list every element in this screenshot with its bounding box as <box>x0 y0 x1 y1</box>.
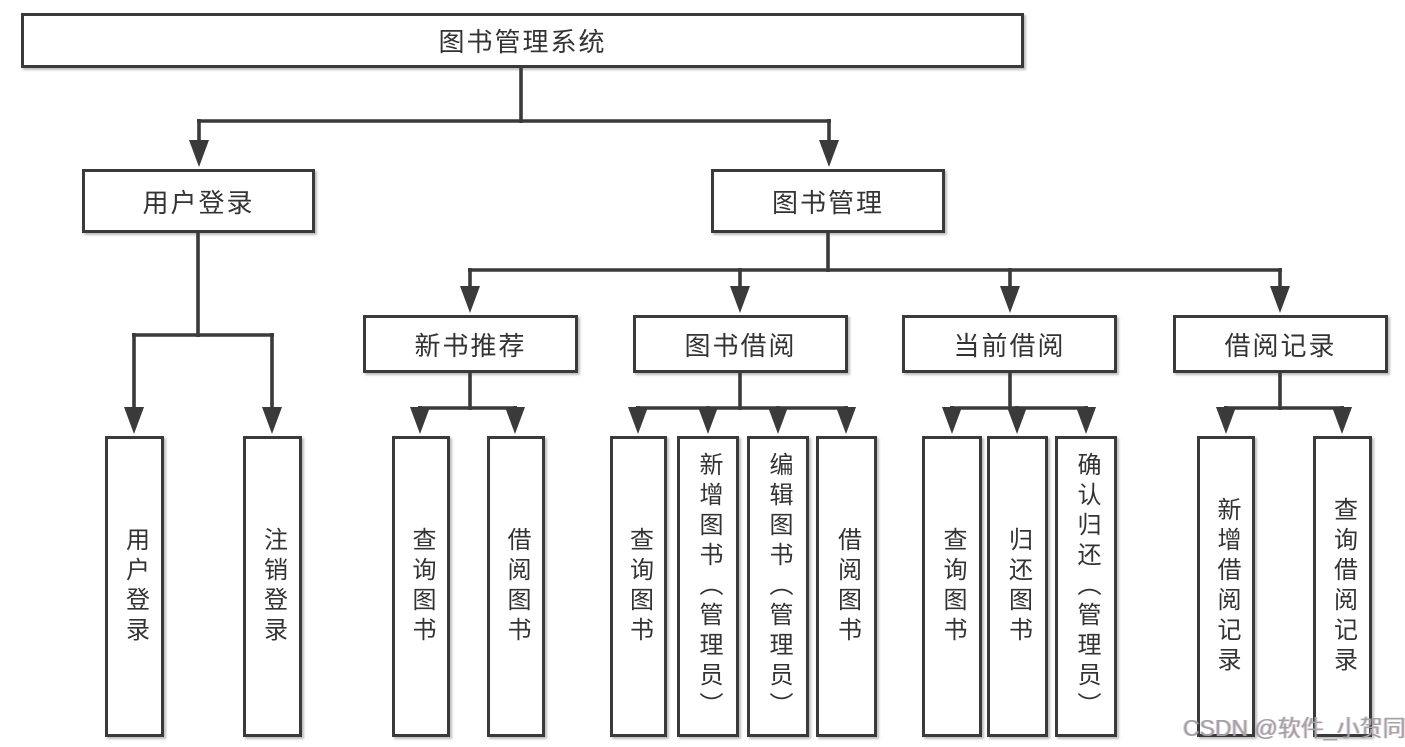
node-new-book-recommend: 新书推荐 <box>363 315 578 373</box>
leaf-br-add-record: 新增借阅记录 <box>1197 436 1255 737</box>
leaf-cb-return-books-label: 归还图书 <box>1004 526 1032 647</box>
node-current-borrow: 当前借阅 <box>902 315 1117 373</box>
leaf-rec-query-books-label: 查询图书 <box>408 526 435 647</box>
node-root-label: 图书管理系统 <box>438 27 607 57</box>
leaf-cb-query-books: 查询图书 <box>922 436 982 737</box>
leaf-user-login: 用户登录 <box>105 436 164 737</box>
leaf-cb-confirm-return-admin: 确认归还（管理员） <box>1055 436 1117 737</box>
leaf-rec-borrow-books: 借阅图书 <box>487 436 545 737</box>
node-root: 图书管理系统 <box>21 13 1024 68</box>
node-book-borrow: 图书借阅 <box>633 315 848 373</box>
node-borrow-records: 借阅记录 <box>1173 315 1388 373</box>
leaf-cb-query-books-label: 查询图书 <box>939 526 966 647</box>
leaf-rec-query-books: 查询图书 <box>392 436 450 737</box>
leaf-bb-add-books-admin: 新增图书（管理员） <box>677 436 739 737</box>
csdn-watermark: CSDN @软件_小贺同学 <box>1183 715 1405 741</box>
leaf-bb-borrow-books-label: 借阅图书 <box>833 526 861 647</box>
node-current-borrow-label: 当前借阅 <box>953 330 1066 361</box>
node-new-book-recommend-label: 新书推荐 <box>414 330 527 361</box>
leaf-bb-edit-books-admin: 编辑图书（管理员） <box>747 436 809 737</box>
node-borrow-records-label: 借阅记录 <box>1224 330 1337 361</box>
node-user-login: 用户登录 <box>82 169 315 233</box>
leaf-user-login-label: 用户登录 <box>121 526 149 647</box>
node-user-login-label: 用户登录 <box>142 187 255 218</box>
node-book-management-label: 图书管理 <box>771 187 884 218</box>
leaf-bb-query-books-label: 查询图书 <box>625 526 653 647</box>
leaf-logout: 注销登录 <box>243 436 302 737</box>
leaf-bb-edit-books-admin-label: 编辑图书（管理员） <box>765 451 792 722</box>
leaf-br-query-record: 查询借阅记录 <box>1313 436 1372 737</box>
leaf-cb-confirm-return-admin-label: 确认归还（管理员） <box>1073 451 1100 722</box>
leaf-logout-label: 注销登录 <box>259 526 287 647</box>
node-book-borrow-label: 图书借阅 <box>684 330 797 361</box>
node-book-management: 图书管理 <box>711 169 945 233</box>
leaf-br-query-record-label: 查询借阅记录 <box>1329 496 1357 677</box>
leaf-bb-add-books-admin-label: 新增图书（管理员） <box>695 451 722 722</box>
leaf-rec-borrow-books-label: 借阅图书 <box>503 526 530 647</box>
leaf-bb-query-books: 查询图书 <box>610 436 667 737</box>
leaf-cb-return-books: 归还图书 <box>987 436 1048 737</box>
leaf-br-add-record-label: 新增借阅记录 <box>1213 496 1240 677</box>
leaf-bb-borrow-books: 借阅图书 <box>816 436 877 737</box>
